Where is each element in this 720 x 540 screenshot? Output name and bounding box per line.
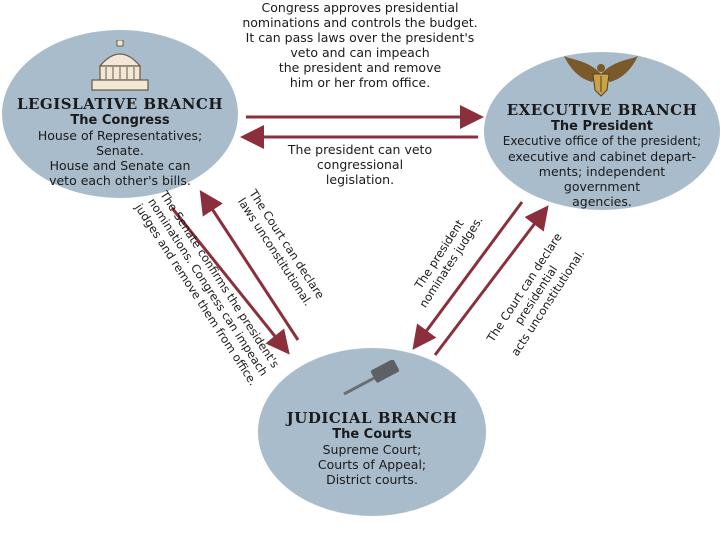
legislative-subheading: The Congress bbox=[70, 113, 170, 128]
president-to-congress-label: The president can veto congressional leg… bbox=[252, 142, 468, 187]
arrow-court-to-president bbox=[433, 205, 549, 356]
judicial-line: Supreme Court; bbox=[322, 442, 422, 457]
executive-line: Executive office of the president; bbox=[502, 134, 702, 148]
legislative-line: Senate. bbox=[96, 143, 144, 158]
arrow-congress-to-court bbox=[170, 207, 290, 355]
arrow-president-to-court bbox=[412, 201, 524, 350]
relation-line: veto and can impeach bbox=[290, 45, 430, 60]
relation-line: legislation. bbox=[325, 172, 395, 187]
judicial-heading: JUDICIAL BRANCH bbox=[286, 409, 458, 427]
relation-line: the president and remove bbox=[278, 60, 442, 75]
presidential-eagle-seal-icon bbox=[564, 56, 638, 97]
legislative-branch-text: LEGISLATIVE BRANCH The Congress House of… bbox=[12, 95, 228, 189]
judicial-line: District courts. bbox=[326, 472, 418, 487]
relation-line: Congress approves presidential bbox=[261, 0, 459, 15]
judicial-line: Courts of Appeal; bbox=[317, 457, 427, 472]
executive-branch-text: EXECUTIVE BRANCH The President Executive… bbox=[484, 101, 720, 210]
executive-line: executive and cabinet depart- bbox=[507, 149, 697, 164]
relation-line: him or her from office. bbox=[289, 75, 431, 90]
gavel-icon bbox=[343, 360, 400, 396]
relation-line: nominations and controls the budget. bbox=[242, 15, 478, 30]
judicial-branch-text: JUDICIAL BRANCH The Courts Supreme Court… bbox=[262, 409, 482, 488]
legislative-line: House of Representatives; bbox=[37, 128, 203, 143]
executive-line: government bbox=[563, 179, 641, 194]
legislative-heading: LEGISLATIVE BRANCH bbox=[16, 95, 224, 113]
legislative-line: veto each other's bills. bbox=[49, 173, 191, 188]
judicial-branch-oval bbox=[258, 348, 486, 516]
capitol-dome-icon bbox=[91, 40, 149, 91]
legislative-line: House and Senate can bbox=[49, 158, 191, 173]
executive-heading: EXECUTIVE BRANCH bbox=[506, 101, 698, 119]
relation-line: It can pass laws over the president's bbox=[245, 30, 475, 45]
relation-line: congressional bbox=[316, 157, 404, 172]
congress-to-president-label: Congress approves presidential nominatio… bbox=[212, 0, 508, 90]
relation-line: The president can veto bbox=[287, 142, 433, 157]
arrow-court-to-congress bbox=[199, 189, 300, 341]
executive-line: ments; independent bbox=[538, 164, 666, 179]
judicial-subheading: The Courts bbox=[332, 427, 412, 442]
executive-line: agencies. bbox=[572, 194, 632, 209]
executive-subheading: The President bbox=[550, 119, 653, 134]
